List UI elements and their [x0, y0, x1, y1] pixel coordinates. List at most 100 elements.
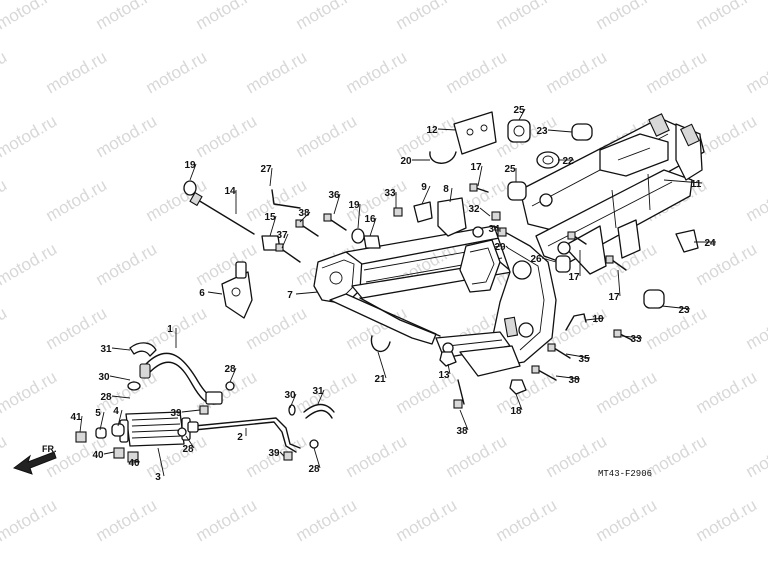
part-label-l17b: 17: [568, 272, 580, 283]
part-label-l33a: 33: [384, 188, 396, 199]
part-label-l26: 26: [530, 254, 542, 265]
leader-line-l29: [505, 245, 509, 249]
leader-line-l32: [479, 207, 491, 217]
leader-line-l7: [295, 291, 319, 295]
part-label-l28a: 28: [224, 364, 236, 375]
leader-line-l4: [117, 409, 123, 427]
part-label-l22: 22: [562, 156, 574, 167]
watermark-text: motod.ru: [193, 495, 261, 545]
leader-line-l9: [421, 185, 431, 205]
part-label-l25a: 25: [513, 105, 525, 116]
watermark-text: motod.ru: [293, 0, 361, 33]
leader-line-l30b: [289, 393, 297, 409]
watermark-layer: motod.ru motod.ru motod.ru motod.ru motod.ru…: [0, 0, 768, 545]
watermark-text: motod.ru: [93, 239, 161, 289]
part-label-l23b: 23: [678, 305, 690, 316]
leader-line-l38b: [555, 375, 581, 380]
leader-line-l5: [99, 411, 105, 431]
part-label-l25b: 25: [504, 164, 516, 175]
leader-line-l40b: [131, 459, 141, 463]
part-label-l8: 8: [443, 184, 449, 195]
part-label-l29: 29: [494, 242, 506, 253]
watermark-text: motod.ru: [393, 111, 461, 161]
front-direction-arrow: FR.: [12, 444, 57, 475]
watermark-text: motod.ru: [543, 47, 611, 97]
part-label-l17c: 17: [608, 292, 620, 303]
part-label-l38a: 38: [298, 208, 310, 219]
watermark-text: motod.ru: [93, 495, 161, 545]
watermark-text: motod.ru: [743, 303, 768, 353]
leader-line-l18: [515, 393, 523, 411]
leader-line-l28c: [185, 435, 195, 449]
watermark-text: motod.ru: [193, 0, 261, 33]
watermark-text: motod.ru: [93, 111, 161, 161]
part-label-l41: 41: [70, 412, 82, 423]
watermark-text: motod.ru: [393, 367, 461, 417]
part-label-l23a: 23: [536, 126, 548, 137]
watermark-text: motod.ru: [0, 367, 60, 417]
part-label-l39a: 39: [170, 408, 182, 419]
leader-line-l28a: [229, 367, 237, 383]
part-label-l37: 37: [276, 230, 288, 241]
watermark-text: motod.ru: [743, 431, 768, 481]
diagram-code: MT43-F2906: [598, 469, 652, 479]
watermark-text: motod.ru: [493, 367, 561, 417]
part-label-l39b: 39: [268, 448, 280, 459]
part-label-l13: 13: [438, 370, 450, 381]
part-label-l9: 9: [421, 182, 427, 193]
part-label-l7: 7: [287, 290, 293, 301]
part-label-l30a: 30: [98, 372, 110, 383]
part-label-l10: 10: [592, 314, 604, 325]
leader-line-l10: [585, 317, 605, 321]
leader-line-l8: [449, 187, 453, 203]
part-label-l20: 20: [400, 156, 412, 167]
part-label-l30b: 30: [284, 390, 296, 401]
leader-line-l21: [377, 351, 387, 379]
watermark-text: motod.ru: [243, 47, 311, 97]
watermark-text: motod.ru: [643, 47, 711, 97]
part-label-l27: 27: [260, 164, 272, 175]
part-label-l11: 11: [691, 179, 702, 190]
part-label-l3: 3: [155, 472, 161, 483]
leader-line-l28b: [111, 395, 131, 399]
leader-line-l6: [207, 291, 223, 295]
leader-line-l12: [437, 128, 457, 131]
leader-line-l31a: [111, 347, 131, 351]
leader-line-l16: [369, 217, 377, 237]
part-label-l28d: 28: [308, 464, 320, 475]
watermark-text: motod.ru: [0, 47, 10, 97]
part-label-l16: 16: [364, 214, 376, 225]
leader-line-l17a: [477, 165, 483, 187]
watermark-text: motod.ru: [693, 0, 761, 33]
watermark-text: motod.ru: [43, 175, 111, 225]
leader-line-l38c: [459, 409, 469, 431]
part-label-l38c: 38: [456, 426, 468, 437]
watermark-text: motod.ru: [593, 495, 661, 545]
watermark-text: motod.ru: [93, 0, 161, 33]
leader-line-l33b: [621, 335, 643, 339]
part-label-l5: 5: [95, 408, 101, 419]
watermark-text: motod.ru: [743, 175, 768, 225]
front-label: FR.: [42, 444, 57, 454]
part-label-l12: 12: [426, 125, 438, 136]
leader-line-l28d: [313, 447, 321, 469]
watermark-text: motod.ru: [0, 175, 10, 225]
watermark-text: motod.ru: [43, 47, 111, 97]
part-label-l17a: 17: [470, 162, 482, 173]
watermark-text: motod.ru: [443, 47, 511, 97]
watermark-text: motod.ru: [293, 367, 361, 417]
leader-line-l39a: [181, 409, 201, 413]
part-label-l14: 14: [224, 186, 236, 197]
part-label-l40b: 40: [128, 458, 140, 469]
part-label-l28b: 28: [100, 392, 112, 403]
part-label-l6: 6: [199, 288, 205, 299]
watermark-text: motod.ru: [493, 0, 561, 33]
leader-line-l19a: [189, 163, 197, 181]
watermark-text: motod.ru: [593, 0, 661, 33]
leader-line-l23b: [661, 305, 691, 310]
leader-line-l39b: [279, 451, 285, 457]
watermark-text: motod.ru: [343, 47, 411, 97]
part-label-l31a: 31: [100, 344, 112, 355]
part-label-l2: 2: [237, 432, 243, 443]
